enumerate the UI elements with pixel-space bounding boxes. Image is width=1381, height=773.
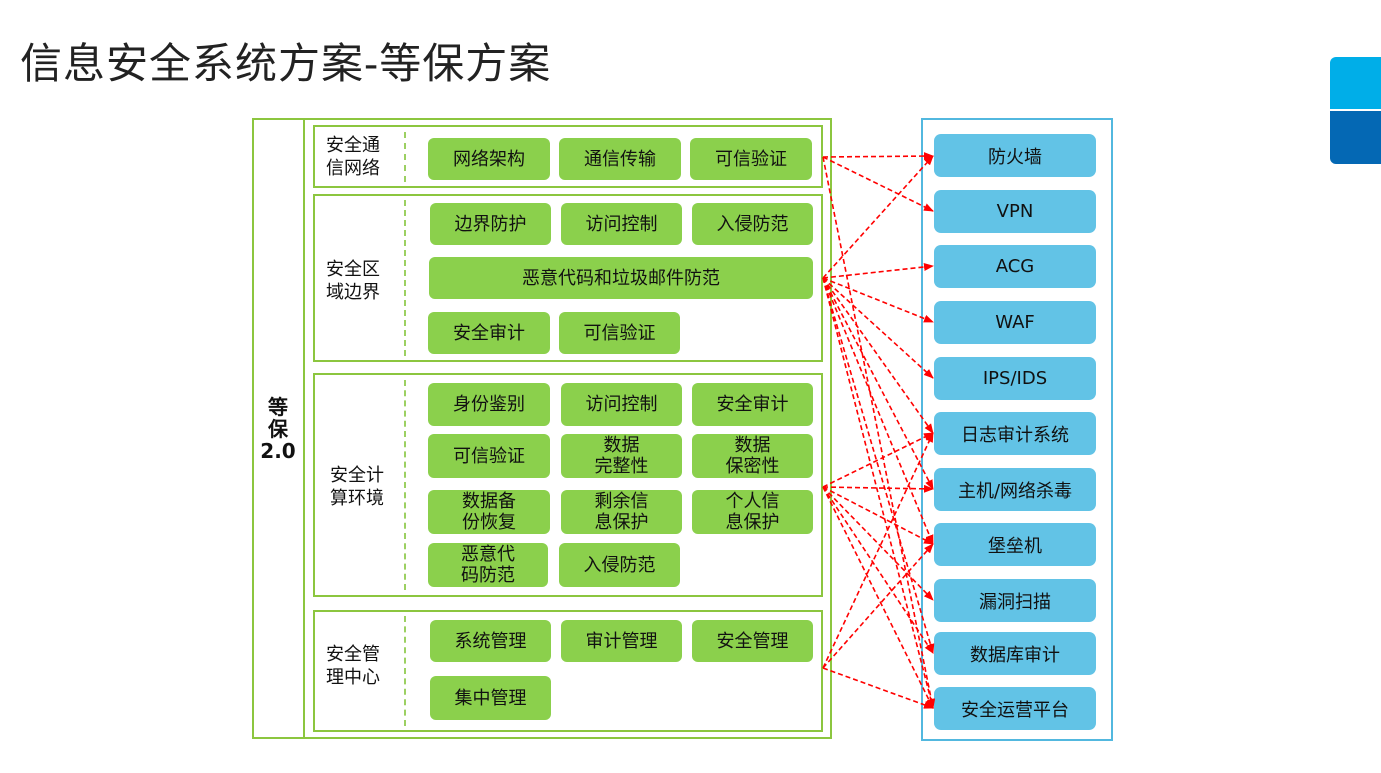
product-database-audit: 数据库审计 xyxy=(934,632,1096,675)
item-data-integrity: 数据完整性 xyxy=(561,434,682,478)
item-line: 息保护 xyxy=(725,512,780,533)
arrow-boundary-to-product-0 xyxy=(822,155,934,279)
arrow-boundary-to-product-9 xyxy=(822,277,935,654)
arrow-compute-to-product-5 xyxy=(822,432,934,488)
item-trusted-verification: 可信验证 xyxy=(559,312,680,354)
arrow-compute-to-product-10 xyxy=(822,486,934,709)
product-vpn: VPN xyxy=(934,190,1096,233)
arrow-mgmt-to-product-5 xyxy=(822,432,934,669)
section-secure-communication xyxy=(313,125,823,188)
product-firewall: 防火墙 xyxy=(934,134,1096,177)
item-security-management: 安全管理 xyxy=(692,620,813,662)
arrow-boundary-to-product-10 xyxy=(822,277,935,709)
product-log-audit-system: 日志审计系统 xyxy=(934,412,1096,455)
dengbao-framework xyxy=(252,118,832,739)
section-dashed-divider xyxy=(404,616,406,726)
section-dashed-divider xyxy=(404,132,406,182)
item-intrusion-prevention: 入侵防范 xyxy=(559,543,680,587)
item-line: 完整性 xyxy=(594,456,649,477)
item-personal-info-protection: 个人信息保护 xyxy=(692,490,813,534)
section-label-compute-environment: 安全计 算环境 xyxy=(322,464,392,510)
item-security-audit: 安全审计 xyxy=(428,312,550,354)
section-compute-environment xyxy=(313,373,823,597)
product-security-operations-platform: 安全运营平台 xyxy=(934,687,1096,730)
item-malware-spam-prevention: 恶意代码和垃圾邮件防范 xyxy=(429,257,813,299)
arrow-boundary-to-product-6 xyxy=(822,277,934,490)
arrow-boundary-to-product-5 xyxy=(822,277,934,434)
dengbao-label-line-2: 保 xyxy=(268,417,288,441)
item-line: 份恢复 xyxy=(462,512,516,533)
arrow-compute-to-product-9 xyxy=(822,486,934,654)
section-label-line: 安全通 xyxy=(326,135,380,156)
item-line: 息保护 xyxy=(594,512,649,533)
dengbao-label-line-3: 2.0 xyxy=(260,439,296,463)
arrow-comm-to-product-1 xyxy=(822,156,934,212)
accent-tab-light xyxy=(1330,57,1381,109)
section-label-line: 安全区 xyxy=(326,259,380,280)
item-network-architecture: 网络架构 xyxy=(428,138,550,180)
section-label-line: 理中心 xyxy=(326,667,380,688)
arrow-compute-to-product-6 xyxy=(822,484,934,493)
arrow-boundary-to-product-4 xyxy=(822,277,934,379)
product-ips-ids: IPS/IDS xyxy=(934,357,1096,400)
product-bastion-host: 堡垒机 xyxy=(934,523,1096,566)
item-line: 个人信 xyxy=(725,491,780,512)
page-title: 信息安全系统方案-等保方案 xyxy=(20,39,552,88)
arrow-boundary-to-product-2 xyxy=(822,262,934,279)
item-identity-authentication: 身份鉴别 xyxy=(428,383,550,426)
arrow-comm-to-product-0 xyxy=(822,152,934,161)
dengbao-label: 等 保 2.0 xyxy=(256,396,300,462)
section-dashed-divider xyxy=(404,200,406,356)
arrow-compute-to-product-8 xyxy=(822,486,934,601)
arrow-mgmt-to-product-7 xyxy=(822,543,934,669)
accent-tab-dark xyxy=(1330,111,1381,164)
section-area-boundary xyxy=(313,194,823,362)
item-audit-management: 审计管理 xyxy=(561,620,682,662)
section-management-center xyxy=(313,610,823,732)
section-label-line: 算环境 xyxy=(330,488,384,509)
item-line: 保密性 xyxy=(725,456,780,477)
item-line: 数据 xyxy=(603,435,640,456)
section-label-line: 域边界 xyxy=(326,282,380,303)
item-communication-transmission: 通信传输 xyxy=(559,138,681,180)
dengbao-label-line-1: 等 xyxy=(268,395,288,419)
item-residual-info-protection: 剩余信息保护 xyxy=(561,490,682,534)
item-access-control: 访问控制 xyxy=(561,203,682,245)
item-line: 恶意代 xyxy=(461,544,515,565)
item-line: 数据 xyxy=(734,435,771,456)
item-trusted-verification: 可信验证 xyxy=(690,138,812,180)
item-data-backup-recovery: 数据备份恢复 xyxy=(428,490,550,534)
item-intrusion-prevention: 入侵防范 xyxy=(692,203,813,245)
arrow-comm-to-product-10 xyxy=(822,156,936,709)
arrow-mgmt-to-product-10 xyxy=(822,667,934,709)
product-waf: WAF xyxy=(934,301,1096,344)
item-malware-prevention: 恶意代码防范 xyxy=(428,543,548,587)
security-products-panel xyxy=(921,118,1113,741)
section-label-line: 信网络 xyxy=(326,158,380,179)
section-label-secure-communication: 安全通 信网络 xyxy=(318,134,388,180)
section-label-management-center: 安全管 理中心 xyxy=(318,643,388,689)
item-access-control: 访问控制 xyxy=(561,383,682,426)
item-line: 码防范 xyxy=(461,565,515,586)
arrow-compute-to-product-7 xyxy=(822,486,934,545)
item-line: 剩余信 xyxy=(594,491,649,512)
framework-divider xyxy=(303,118,305,739)
item-boundary-protection: 边界防护 xyxy=(430,203,551,245)
item-system-management: 系统管理 xyxy=(430,620,551,662)
section-label-line: 安全管 xyxy=(326,644,380,665)
product-host-network-antivirus: 主机/网络杀毒 xyxy=(934,468,1096,511)
item-security-audit: 安全审计 xyxy=(692,383,813,426)
arrow-boundary-to-product-3 xyxy=(822,277,934,323)
product-acg: ACG xyxy=(934,245,1096,288)
item-trusted-verification: 可信验证 xyxy=(428,434,550,478)
product-vulnerability-scanner: 漏洞扫描 xyxy=(934,579,1096,622)
section-dashed-divider xyxy=(404,380,406,590)
section-label-line: 安全计 xyxy=(330,465,384,486)
item-centralized-management: 集中管理 xyxy=(430,676,551,720)
section-label-area-boundary: 安全区 域边界 xyxy=(318,258,388,304)
item-line: 数据备 xyxy=(462,491,516,512)
item-data-confidentiality: 数据保密性 xyxy=(692,434,813,478)
